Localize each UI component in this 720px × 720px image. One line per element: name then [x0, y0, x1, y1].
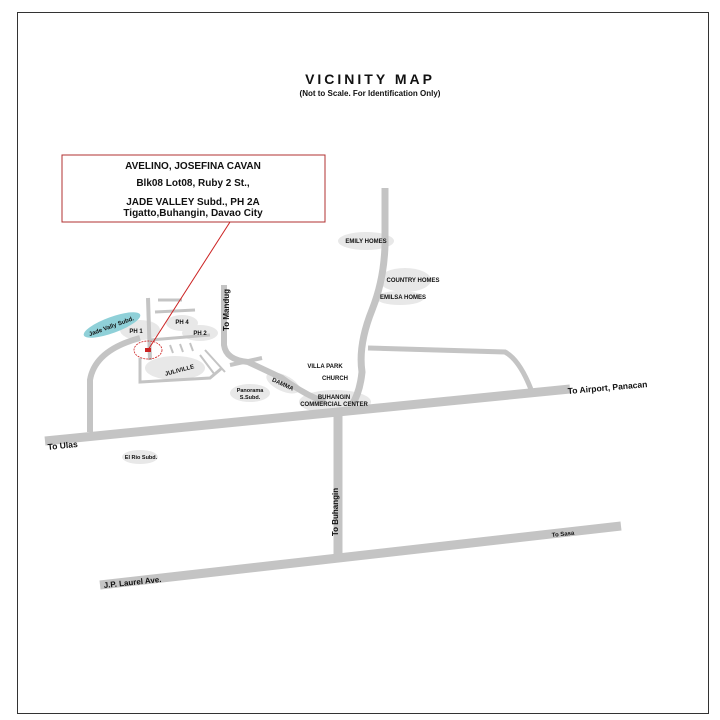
label-to-buhangin: To Buhangin	[331, 488, 340, 536]
label-jp-laurel: J.P. Laurel Ave.	[103, 575, 162, 590]
jade-valley-area	[83, 312, 141, 338]
label-ph4: PH 4	[175, 320, 189, 326]
map-frame	[17, 12, 709, 714]
jp-laurel-road	[99, 521, 622, 590]
east-branch-road	[367, 345, 535, 393]
label-to-airport: To Airport, Panacan	[567, 379, 647, 396]
label-church: CHURCH	[322, 376, 348, 382]
label-ph1: PH 1	[129, 329, 143, 335]
main-road	[44, 384, 571, 446]
label-villa-park: VILLA PARK	[307, 364, 343, 370]
label-to-sasa: To Sasa	[552, 531, 576, 539]
lot-marker-ring	[133, 340, 163, 360]
north-road	[348, 188, 389, 407]
pointer-line	[147, 221, 231, 351]
jade-valley-road	[87, 335, 141, 432]
map-subtitle: (Not to Scale. For Identification Only)	[300, 89, 441, 98]
lot-marker	[145, 348, 151, 352]
svg-text:Blk08 Lot08, Ruby 2 St.,: Blk08 Lot08, Ruby 2 St.,	[136, 178, 250, 189]
label-to-ulas: To Ulas	[47, 439, 78, 452]
map-title: VICINITY MAP	[305, 71, 435, 87]
label-to-mandug: To Mandug	[222, 289, 231, 331]
label-el-rio: El Rio Subd.	[125, 455, 158, 461]
label-emilsa-homes: EMILSA HOMES	[380, 295, 426, 301]
svg-text:AVELINO, JOSEFINA CAVAN: AVELINO, JOSEFINA CAVAN	[125, 161, 261, 172]
label-ph2: PH 2	[193, 331, 207, 337]
label-commercial-center: COMMERCIAL CENTER	[300, 402, 368, 408]
label-buhangin: BUHANGIN	[318, 395, 350, 401]
svg-text:JADE VALLEY Subd., PH 2A: JADE VALLEY Subd., PH 2A	[126, 197, 260, 208]
label-emily-homes: EMILY HOMES	[345, 239, 386, 245]
label-panorama: Panorama	[237, 388, 265, 394]
owner-info-box: AVELINO, JOSEFINA CAVAN Blk08 Lot08, Rub…	[61, 154, 326, 223]
label-country-homes: COUNTRY HOMES	[386, 278, 439, 284]
svg-text:S.Subd.: S.Subd.	[240, 395, 261, 401]
svg-text:Tigatto,Buhangin, Davao City: Tigatto,Buhangin, Davao City	[123, 208, 263, 219]
